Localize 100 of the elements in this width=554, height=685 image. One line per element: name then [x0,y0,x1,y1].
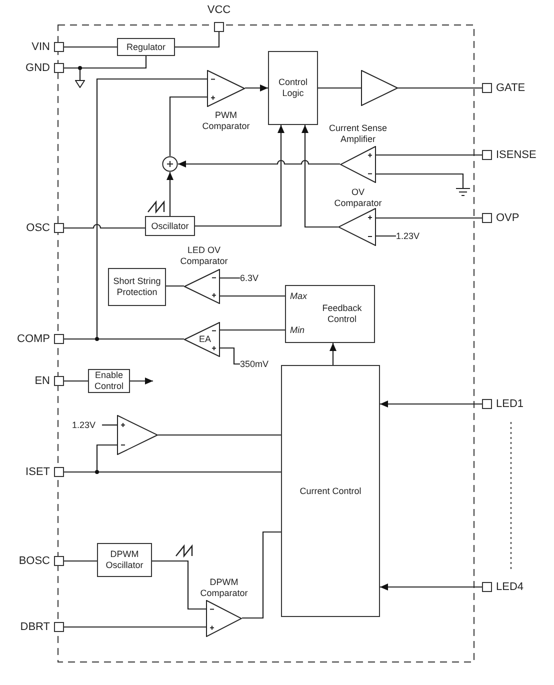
function-block [285,285,375,343]
function-block [145,216,195,236]
arrow [166,172,174,216]
pin-label: COMP [16,332,50,346]
comparator-symbol [117,415,158,455]
pin-pad [482,399,492,409]
connector-line [64,626,206,628]
block-caption: OV Comparator [333,187,383,209]
arrow [195,125,284,227]
connector-line [220,277,240,279]
comparator-symbol [184,269,220,304]
connector-line [376,235,396,237]
summing-junction [162,156,178,172]
arrow [245,84,268,92]
amplifier-symbol [184,322,220,357]
voltage-label: 350mV [240,358,274,370]
comparator-symbol [206,600,242,637]
pin-pad [482,213,492,223]
pin-label: VIN [30,40,50,54]
pin-pad [54,63,64,73]
pin-pad [482,582,492,592]
comparator-symbol [207,70,245,107]
block-label: DPWM Oscillator [104,549,144,571]
voltage-label: 1.23V [396,230,426,242]
voltage-label: 1.23V [72,419,102,431]
connector-line [158,434,281,436]
connector-line [169,96,207,156]
function-block [108,268,166,306]
block-label: Short String Protection [112,276,162,298]
arrow [330,343,336,365]
pin-label: BOSC [18,554,50,568]
pin-pad [482,83,492,93]
pin-label: LED4 [496,580,525,594]
block-label: Enable Control [93,370,124,392]
connector-line [102,424,117,426]
block-label: Oscillator [151,220,189,232]
connector-line [398,87,482,89]
connector-line [220,295,285,297]
amplifier-symbol [340,146,376,183]
comparator-symbol [338,208,376,246]
ground-symbol [456,188,470,196]
pin-label: ISENSE [496,148,538,162]
block-label: Feedback Control [321,303,363,325]
connector-line [376,217,482,219]
pin-label: ISET [24,465,50,479]
arrow [380,584,482,590]
pin-label: EN [34,374,50,388]
connector-line [220,347,240,365]
function-block [117,38,175,56]
function-block [268,51,318,125]
connector-line [376,173,464,188]
pin-label: GND [24,61,50,75]
function-block [97,543,152,577]
pin-pad [54,223,64,233]
arrow [178,160,340,168]
block-label: Regulator [126,42,166,52]
connector-line [376,154,482,156]
block-caption: Current Sense Amplifier [328,123,388,145]
block-label: Control Logic [277,77,308,99]
connector-line [166,285,184,287]
pin-label: DBRT [19,620,50,634]
pin-label: GATE [496,81,526,95]
pin-label: LED1 [496,397,525,411]
arrow [302,125,338,228]
function-block [281,365,380,617]
pin-label: OVP [496,211,520,225]
pin-pad [54,467,64,477]
buffer-symbol [361,70,398,106]
connector-line [242,531,281,619]
pin-pad [54,376,64,386]
ground-symbol [75,80,85,88]
connector-line [64,471,281,473]
pin-pad [214,22,224,32]
connector-line [64,560,97,562]
amplifier-label: EA [198,334,211,345]
block-label: Current Control [300,486,362,496]
block-caption: LED OV Comparator [179,245,229,267]
connector-line [152,560,206,610]
pin-pad [54,556,64,566]
pin-pad [54,622,64,632]
port-label: Max [290,291,308,302]
connector-line [64,380,88,382]
function-block [88,369,130,393]
connector-line [64,46,117,48]
connector-line [220,329,285,331]
block-caption: DPWM Comparator [199,577,249,599]
connector-line [64,67,81,80]
arrow [380,400,482,408]
pin-pad [54,42,64,52]
port-label: Min [290,325,305,336]
pin-label: OSC [25,221,50,235]
arrow [130,378,153,384]
connector-line [175,32,220,48]
connector-line [64,338,184,340]
connector-line [64,224,145,229]
connector-line [318,87,361,89]
voltage-label: 6.3V [240,272,264,284]
block-caption: PWM Comparator [201,110,251,132]
pin-pad [54,334,64,344]
pin-label: VCC [206,3,232,17]
